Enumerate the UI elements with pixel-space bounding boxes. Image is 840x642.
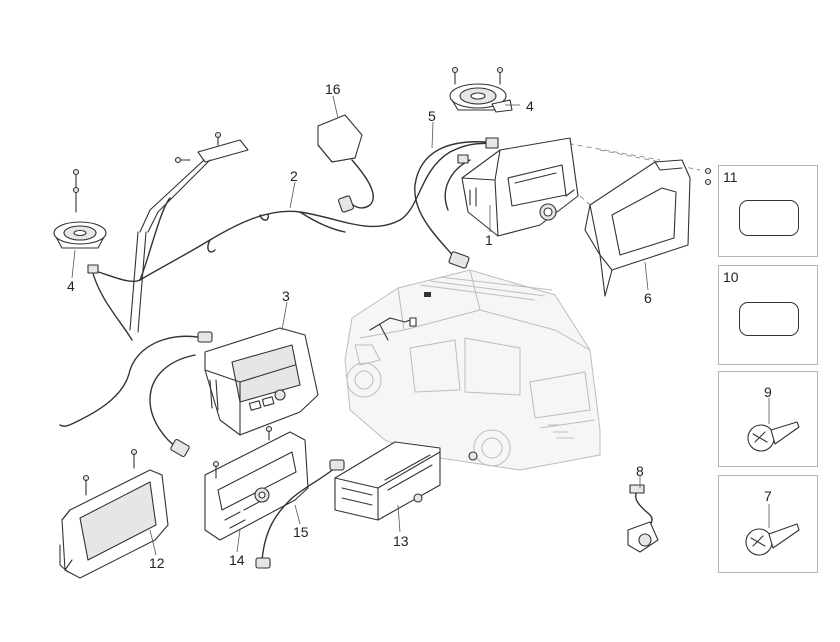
callout-8: 8: [636, 463, 644, 479]
leader-lines: [71, 95, 649, 556]
clip-icon: [745, 504, 800, 556]
callout-7: 7: [764, 488, 772, 504]
bezel-icon: [584, 159, 691, 297]
panel-11: 11: [718, 165, 818, 257]
antenna-icon: [317, 114, 374, 213]
callout-4-left: 4: [67, 278, 75, 294]
radio-unit-icon: [204, 425, 309, 541]
callout-6: 6: [644, 290, 652, 306]
callout-3: 3: [282, 288, 290, 304]
speaker-icon: [449, 66, 513, 113]
van-icon: [344, 269, 601, 471]
callout-15: 15: [293, 524, 309, 540]
callout-13: 13: [393, 533, 409, 549]
callout-10: 10: [723, 269, 739, 285]
pad-icon: [739, 302, 799, 336]
panel-10: 10: [718, 265, 818, 365]
callout-2: 2: [290, 168, 298, 184]
camera-icon: [627, 484, 659, 553]
panel-9: 9: [718, 371, 818, 467]
display-unit-icon: [59, 448, 169, 579]
callout-14: 14: [229, 552, 245, 568]
display-unit-icon: [204, 327, 319, 436]
callout-1: 1: [485, 232, 493, 248]
panel-7: 7: [718, 475, 818, 573]
clip-icon: [129, 139, 249, 333]
callout-5: 5: [428, 108, 436, 124]
callout-9: 9: [764, 384, 772, 400]
callout-12: 12: [149, 555, 165, 571]
pad-icon: [739, 200, 799, 236]
callout-11: 11: [723, 169, 738, 185]
callout-4-top: 4: [526, 98, 534, 114]
radio-unit-icon: [461, 137, 579, 237]
module-icon: [334, 441, 478, 521]
clip-icon: [747, 398, 800, 452]
callout-16: 16: [325, 81, 341, 97]
speaker-icon: [53, 168, 107, 249]
